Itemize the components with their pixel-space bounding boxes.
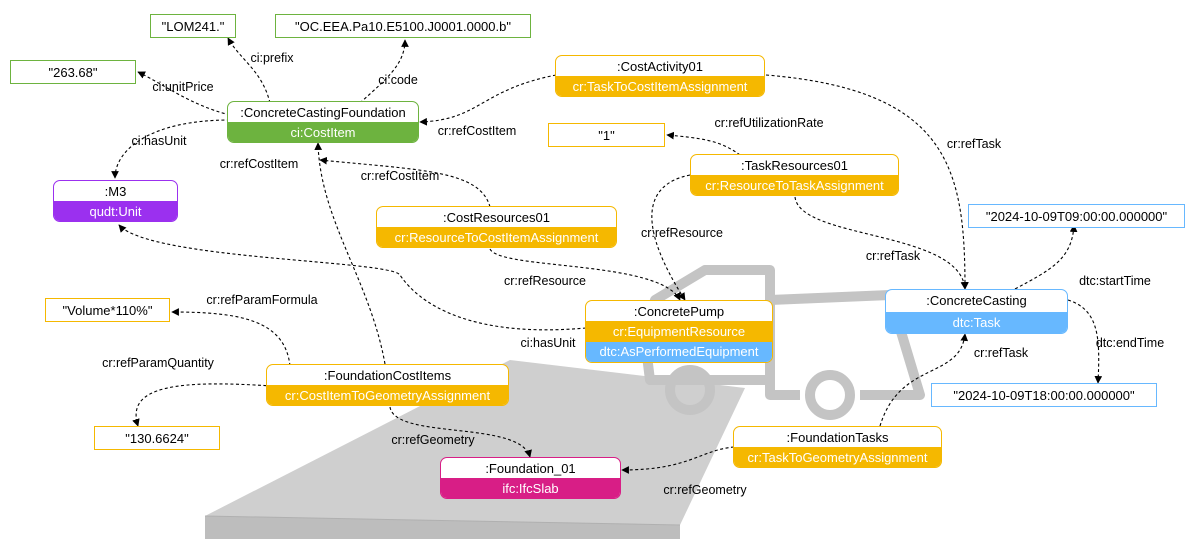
- literal-end-time: "2024-10-09T18:00:00.000000": [931, 383, 1157, 407]
- edge-label-end-time: dtc:endTime: [1095, 336, 1165, 350]
- edge-ref-resource-cr: [489, 248, 681, 301]
- edge-label-ref-param-quantity: cr:refParamQuantity: [102, 356, 214, 370]
- edge-label-ref-resource-tr: cr:refResource: [641, 226, 723, 240]
- literal-param-quantity: "130.6624": [94, 426, 220, 450]
- node-class: ci:CostItem: [228, 122, 418, 142]
- edge-label-code: ci:code: [378, 73, 418, 87]
- edge-ref-param-formula: [171, 308, 291, 367]
- node-name: :ConcreteCastingFoundation: [240, 104, 406, 120]
- edge-label-ref-param-formula: cr:refParamFormula: [206, 293, 318, 307]
- node-name: :ConcretePump: [633, 303, 725, 319]
- edge-start-time: [1014, 224, 1078, 290]
- node-class: qudt:Unit: [54, 201, 177, 221]
- node-name: :TaskResources01: [741, 157, 848, 173]
- edge-ref-task-ft: [879, 333, 969, 427]
- node-class: ifc:IfcSlab: [441, 478, 620, 498]
- edge-label-unit-price: ci:unitPrice: [152, 80, 214, 94]
- edge-prefix: [227, 37, 271, 104]
- node-foundation-01[interactable]: :Foundation_01 ifc:IfcSlab: [440, 457, 621, 499]
- edge-unit-price: [137, 71, 231, 116]
- node-class-equipment: cr:EquipmentResource: [586, 321, 772, 342]
- literal-prefix: "LOM241.": [150, 14, 236, 38]
- edge-label-ref-cost-item-activity: cr:refCostItem: [437, 124, 517, 138]
- node-concrete-casting-foundation[interactable]: :ConcreteCastingFoundation ci:CostItem: [227, 101, 419, 143]
- edge-ref-param-quantity: [132, 383, 273, 427]
- edge-label-start-time: dtc:startTime: [1079, 274, 1151, 288]
- edge-code: [359, 39, 409, 104]
- literal-unit-price: "263.68": [10, 60, 136, 84]
- edge-ref-cost-item-fci: [314, 142, 386, 365]
- node-name: :Foundation_01: [485, 460, 576, 476]
- edge-label-pump-has-unit: ci:hasUnit: [520, 336, 576, 350]
- edge-label-ref-geometry-fci: cr:refGeometry: [391, 433, 475, 447]
- edge-label-ref-cost-item-cr: cr:refCostItem: [360, 169, 440, 183]
- node-name: :CostActivity01: [617, 58, 703, 74]
- edge-pump-has-unit: [118, 224, 587, 331]
- edge-label-prefix: ci:prefix: [250, 51, 294, 65]
- node-class: cr:ResourceToCostItemAssignment: [377, 227, 616, 247]
- edge-ref-geometry-fci: [389, 406, 532, 458]
- node-class: cr:CostItemToGeometryAssignment: [267, 385, 508, 405]
- edge-label-ref-resource-cr: cr:refResource: [504, 274, 586, 288]
- node-task-resources[interactable]: :TaskResources01 cr:ResourceToTaskAssign…: [690, 154, 899, 196]
- edge-ref-cost-item-activity: [419, 74, 557, 126]
- node-class: cr:ResourceToTaskAssignment: [691, 175, 898, 195]
- node-concrete-casting[interactable]: :ConcreteCasting dtc:Task: [885, 289, 1068, 334]
- node-concrete-pump[interactable]: :ConcretePump cr:EquipmentResource dtc:A…: [585, 300, 773, 363]
- edge-has-unit: [111, 119, 231, 179]
- node-name: :ConcreteCasting: [926, 293, 1027, 309]
- literal-start-time: "2024-10-09T09:00:00.000000": [968, 204, 1185, 228]
- literal-param-formula: "Volume*110%": [45, 298, 170, 322]
- node-foundation-tasks[interactable]: :FoundationTasks cr:TaskToGeometryAssign…: [733, 426, 942, 468]
- edge-ref-geometry-ft: [621, 446, 735, 474]
- node-class: dtc:Task: [886, 311, 1067, 333]
- node-foundation-cost-items[interactable]: :FoundationCostItems cr:CostItemToGeomet…: [266, 364, 509, 406]
- node-name: :M3: [104, 183, 127, 199]
- node-name: :CostResources01: [443, 209, 550, 225]
- edge-ref-task-tr: [794, 196, 969, 290]
- node-class: cr:TaskToCostItemAssignment: [556, 76, 764, 96]
- node-class-as-performed: dtc:AsPerformedEquipment: [586, 341, 772, 362]
- literal-code: "OC.EEA.Pa10.E5100.J0001.0000.b": [275, 14, 531, 38]
- edge-label-ref-task-tr: cr:refTask: [865, 249, 921, 263]
- edge-end-time: [1067, 299, 1103, 384]
- edge-label-has-unit: ci:hasUnit: [131, 134, 187, 148]
- edge-ref-task-activity: [765, 74, 969, 290]
- edge-ref-util-rate: [666, 131, 741, 156]
- node-cost-resources[interactable]: :CostResources01 cr:ResourceToCostItemAs…: [376, 206, 617, 248]
- node-class: cr:TaskToGeometryAssignment: [734, 447, 941, 467]
- literal-utilization-rate: "1": [548, 123, 665, 147]
- node-m3[interactable]: :M3 qudt:Unit: [53, 180, 178, 222]
- edge-label-ref-task-ft: cr:refTask: [973, 346, 1029, 360]
- node-name: :FoundationTasks: [786, 429, 889, 445]
- edge-label-ref-task-activity: cr:refTask: [946, 137, 1002, 151]
- edge-label-ref-cost-item-fci: cr:refCostItem: [219, 157, 299, 171]
- edge-ref-cost-item-cr: [319, 156, 491, 208]
- edge-label-ref-util-rate: cr:refUtilizationRate: [714, 116, 824, 130]
- node-name: :FoundationCostItems: [323, 367, 452, 383]
- node-cost-activity[interactable]: :CostActivity01 cr:TaskToCostItemAssignm…: [555, 55, 765, 97]
- edge-label-ref-geometry-ft: cr:refGeometry: [663, 483, 747, 497]
